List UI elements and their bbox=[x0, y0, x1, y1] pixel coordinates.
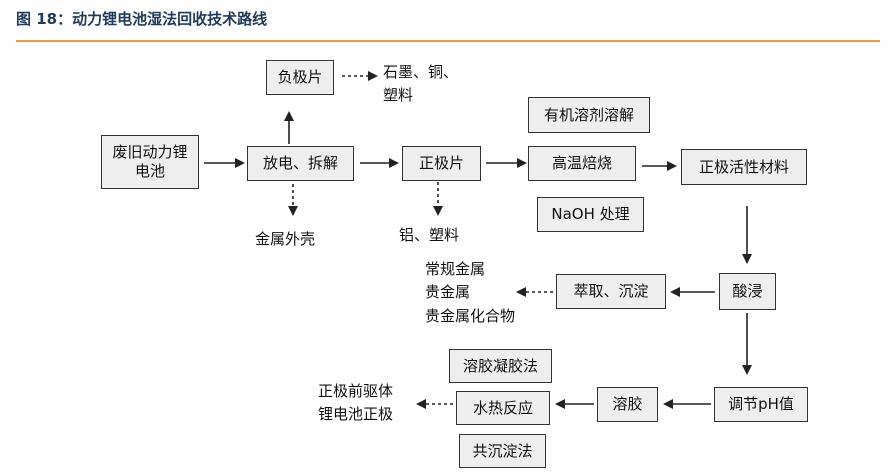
extraction-precipitation-box: 萃取、沉淀 bbox=[556, 274, 666, 309]
precious-metal-compounds-line: 贵金属化合物 bbox=[425, 306, 516, 325]
hydrothermal-reaction-box: 水热反应 bbox=[456, 391, 550, 425]
graphite-copper-line: 石墨、铜、 bbox=[383, 63, 459, 81]
products-text: 正极前驱体 锂电池正极 bbox=[318, 380, 393, 427]
high-temp-roasting-box: 高温焙烧 bbox=[528, 146, 636, 181]
common-metals-line: 常规金属 bbox=[425, 260, 486, 278]
battery-cathode-line: 锂电池正极 bbox=[318, 405, 394, 424]
discharge-dismantle-box: 放电、拆解 bbox=[247, 146, 354, 181]
figure-title: 图 18：动力锂电池湿法回收技术路线 bbox=[16, 10, 268, 28]
cathode-precursor-line: 正极前驱体 bbox=[318, 382, 394, 400]
precious-metals-line: 贵金属 bbox=[425, 283, 471, 302]
spent-battery-box: 废旧动力锂电池 bbox=[101, 135, 199, 189]
positive-active-material-box: 正极活性材料 bbox=[681, 149, 807, 185]
plastic-line: 塑料 bbox=[383, 86, 414, 105]
sol-gel-method-box: 溶胶凝胶法 bbox=[449, 349, 552, 383]
naoh-treatment-box: NaOH 处理 bbox=[537, 197, 644, 232]
title-underline bbox=[16, 40, 880, 42]
sol-box: 溶胶 bbox=[597, 387, 658, 422]
metal-shell-text: 金属外壳 bbox=[255, 230, 316, 248]
acid-leaching-box: 酸浸 bbox=[719, 273, 776, 310]
adjust-ph-box: 调节pH值 bbox=[714, 387, 808, 422]
aluminum-plastic-text: 铝、塑料 bbox=[399, 226, 460, 244]
recovered-metals-text: 常规金属 贵金属 贵金属化合物 bbox=[425, 258, 515, 328]
organic-solvent-box: 有机溶剂溶解 bbox=[528, 97, 650, 133]
graphite-copper-plastic-text: 石墨、铜、 塑料 bbox=[383, 61, 458, 108]
positive-electrode-box: 正极片 bbox=[402, 146, 481, 181]
negative-electrode-box: 负极片 bbox=[266, 60, 334, 95]
coprecipitation-method-box: 共沉淀法 bbox=[459, 434, 546, 468]
